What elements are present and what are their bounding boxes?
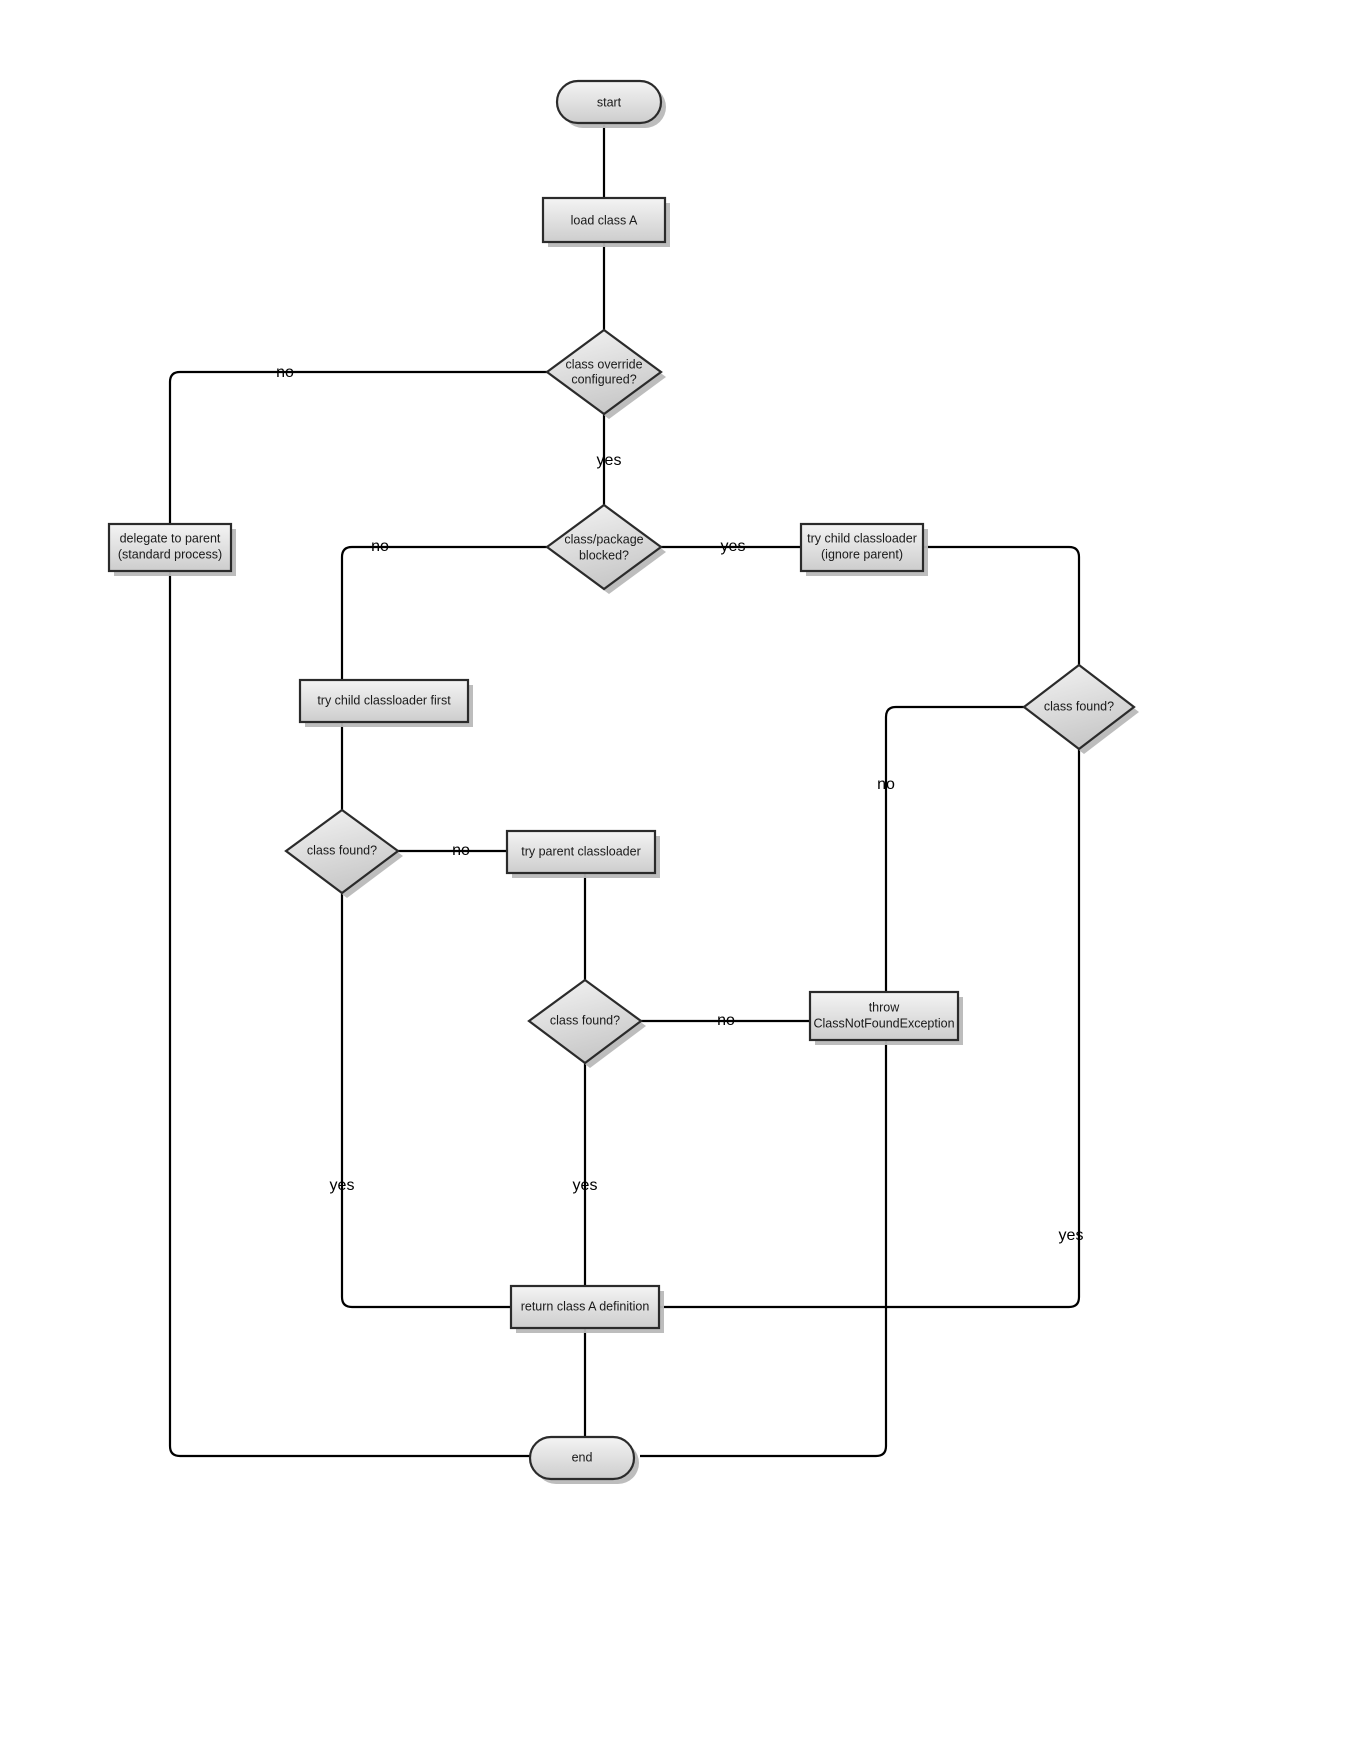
try-child-ignore-parent-shape [799,522,925,573]
class-override-label-line2: configured? [571,372,636,386]
node-class-found-left[interactable]: class found? [284,808,403,898]
start-shape [555,79,663,125]
class-found-mid-label: class found? [550,1013,620,1027]
edge-label-found-right-no: no [877,776,895,793]
load-class-shape [541,196,667,244]
class-found-right-label: class found? [1044,699,1114,713]
class-package-blocked-label-line1: class/package [564,532,643,546]
edge-label-override-yes: yes [597,452,622,469]
edge-blocked-no [340,545,547,680]
node-try-child-first[interactable]: try child classloader first [298,678,473,727]
class-override-label-line1: class override [565,357,642,371]
edge-label-override-no: no [276,364,294,381]
load-class-label: load class A [571,213,638,227]
node-class-found-right[interactable]: class found? [1022,663,1139,754]
try-parent-classloader-label: try parent classloader [521,844,641,858]
return-definition-shape [509,1284,661,1330]
try-child-ignore-parent-label-line1: try child classloader [807,531,917,545]
node-try-child-ignore-parent[interactable]: try child classloader (ignore parent) [799,522,928,576]
edge-label-found-left-yes: yes [330,1177,355,1194]
class-package-blocked-label-line2: blocked? [579,548,629,562]
class-found-left-shape [284,808,400,895]
node-class-override[interactable]: class override configured? [545,328,666,419]
start-label: start [597,95,622,109]
edge-label-found-left-no: no [452,842,470,859]
throw-exception-label-line2: ClassNotFoundException [813,1016,954,1030]
edge-label-found-mid-yes: yes [573,1177,598,1194]
node-throw-exception[interactable]: throw ClassNotFoundException [808,990,963,1045]
end-shape [528,1435,636,1481]
edge-label-found-mid-no: no [717,1012,735,1029]
node-load-class[interactable]: load class A [541,196,670,247]
connectors [168,125,1081,1458]
edge-label-found-right-yes: yes [1059,1227,1084,1244]
edge-override-no [168,370,547,524]
try-child-first-label: try child classloader first [317,693,451,707]
class-override-shape [545,328,663,416]
node-return-definition[interactable]: return class A definition [509,1284,664,1333]
edge-found-left-yes [340,893,511,1309]
class-package-blocked-shape [545,503,663,591]
try-child-ignore-parent-label-line2: (ignore parent) [821,547,903,561]
node-end[interactable]: end [528,1435,639,1484]
class-found-mid-shape [527,978,643,1065]
node-class-package-blocked[interactable]: class/package blocked? [545,503,666,594]
end-label: end [572,1450,593,1464]
try-child-first-shape [298,678,470,724]
delegate-parent-label-line2: (standard process) [118,547,222,561]
class-found-right-shape [1022,663,1136,751]
edge-delegate-to-end [168,571,530,1458]
delegate-parent-label-line1: delegate to parent [120,531,221,545]
throw-exception-label-line1: throw [869,1000,901,1014]
throw-exception-shape [808,990,960,1042]
edge-trychild-to-found-right [923,545,1081,665]
try-parent-classloader-shape [505,829,657,875]
edge-found-right-no [640,705,1024,1458]
node-start[interactable]: start [555,79,666,128]
edge-label-blocked-no: no [371,538,389,555]
delegate-parent-shape [107,522,233,573]
node-try-parent-classloader[interactable]: try parent classloader [505,829,660,878]
node-class-found-mid[interactable]: class found? [527,978,646,1068]
class-found-left-label: class found? [307,843,377,857]
edge-label-blocked-yes: yes [721,538,746,555]
node-delegate-parent[interactable]: delegate to parent (standard process) [107,522,236,576]
edge-found-right-yes [659,749,1081,1309]
return-definition-label: return class A definition [521,1299,650,1313]
